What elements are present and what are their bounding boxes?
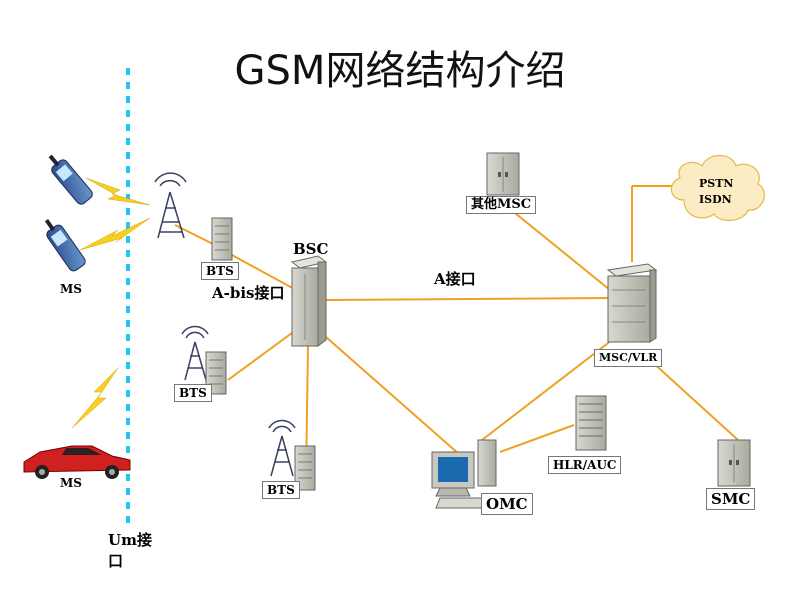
um-interface-label: Um接 口 <box>108 531 152 570</box>
ms-car-label: MS <box>60 476 82 490</box>
smc-label: SMC <box>706 488 756 510</box>
antenna-tower-icon <box>181 325 209 381</box>
link-msc-omc <box>481 339 613 441</box>
antenna-tower-icon <box>154 172 187 239</box>
a-interface-label: A接口 <box>434 270 476 288</box>
lightning-icon <box>71 367 119 429</box>
cloud-icon <box>670 154 765 221</box>
bsc-cabinet-icon <box>290 255 328 347</box>
smc-cabinet-icon <box>717 439 751 487</box>
other-msc-cabinet-icon <box>486 152 520 196</box>
link-bts1-bsc <box>231 254 297 291</box>
pstn-label: PSTN <box>699 177 734 190</box>
link-bts2-bsc <box>227 329 297 381</box>
link-othermsc-msc <box>514 212 611 291</box>
bts-cabinet-icon <box>211 217 233 261</box>
mobile-phone-icon <box>48 154 93 205</box>
bts-3-label: BTS <box>262 481 300 499</box>
car-icon <box>23 445 131 479</box>
link-bsc-msc <box>325 297 609 301</box>
antenna-tower-icon <box>268 419 296 477</box>
link-bsc-omc <box>317 329 461 456</box>
bsc-label: BSC <box>293 240 329 258</box>
isdn-label: ISDN <box>699 193 732 206</box>
abis-interface-label: A-bis接口 <box>212 284 285 302</box>
bts-2-label: BTS <box>174 384 212 402</box>
link-hlr-omc <box>499 424 575 453</box>
mobile-phone-icon <box>44 219 86 272</box>
bts-1-label: BTS <box>201 262 239 280</box>
lightning-icon <box>85 177 151 206</box>
lightning-icons <box>71 177 151 429</box>
link-msc-smc <box>649 359 739 441</box>
links <box>174 185 739 481</box>
ms-phones-label: MS <box>60 282 82 296</box>
lightning-icon <box>79 217 151 251</box>
hlr-auc-cabinet-icon <box>575 395 607 451</box>
computer-workstation-icon <box>431 439 497 509</box>
page-title: GSM网络结构介绍 <box>234 48 566 94</box>
hlr-auc-label: HLR/AUC <box>548 456 622 474</box>
omc-label: OMC <box>481 493 533 515</box>
msc-vlr-label: MSC/VLR <box>594 349 663 367</box>
bts-cabinet-icon <box>205 351 227 395</box>
other-msc-label: 其他MSC <box>466 196 537 214</box>
bts-cabinet-icon <box>294 445 316 491</box>
msc-vlr-cabinet-icon <box>606 263 658 343</box>
